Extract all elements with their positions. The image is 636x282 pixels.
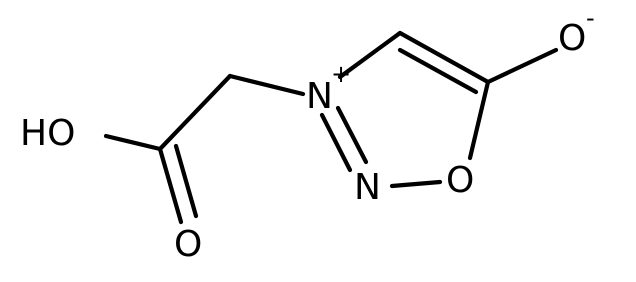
bond-nplus-n-double-b [335, 105, 369, 165]
atom-ho: HO [20, 113, 75, 154]
bond-nplus-n-double-a [319, 112, 353, 173]
bond-c-ch2 [157, 73, 233, 152]
charge-plus: + [331, 60, 351, 88]
bond-oh-c [103, 133, 163, 152]
bond-nplus-ch [337, 30, 403, 80]
atom-labels: HO O N + N O O - [20, 4, 595, 265]
bonds [103, 30, 559, 225]
bond-c-ominus [485, 47, 559, 85]
atom-o-ring: O [446, 160, 474, 201]
bond-c-oring [467, 79, 491, 161]
bond-c-o-double-b [173, 143, 199, 219]
bond-c-o-double-a [157, 146, 184, 225]
atom-o-carbonyl: O [174, 224, 202, 265]
bond-ch2-nplus [227, 73, 306, 97]
bond-ch-c-double-a [397, 30, 491, 85]
charge-minus: - [586, 4, 595, 32]
atom-n: N [354, 167, 381, 208]
bond-oring-n [389, 179, 443, 189]
bond-ch-c-double-b [397, 47, 479, 95]
atom-n-plus: N [306, 76, 333, 117]
atom-o-minus: O [558, 18, 586, 59]
